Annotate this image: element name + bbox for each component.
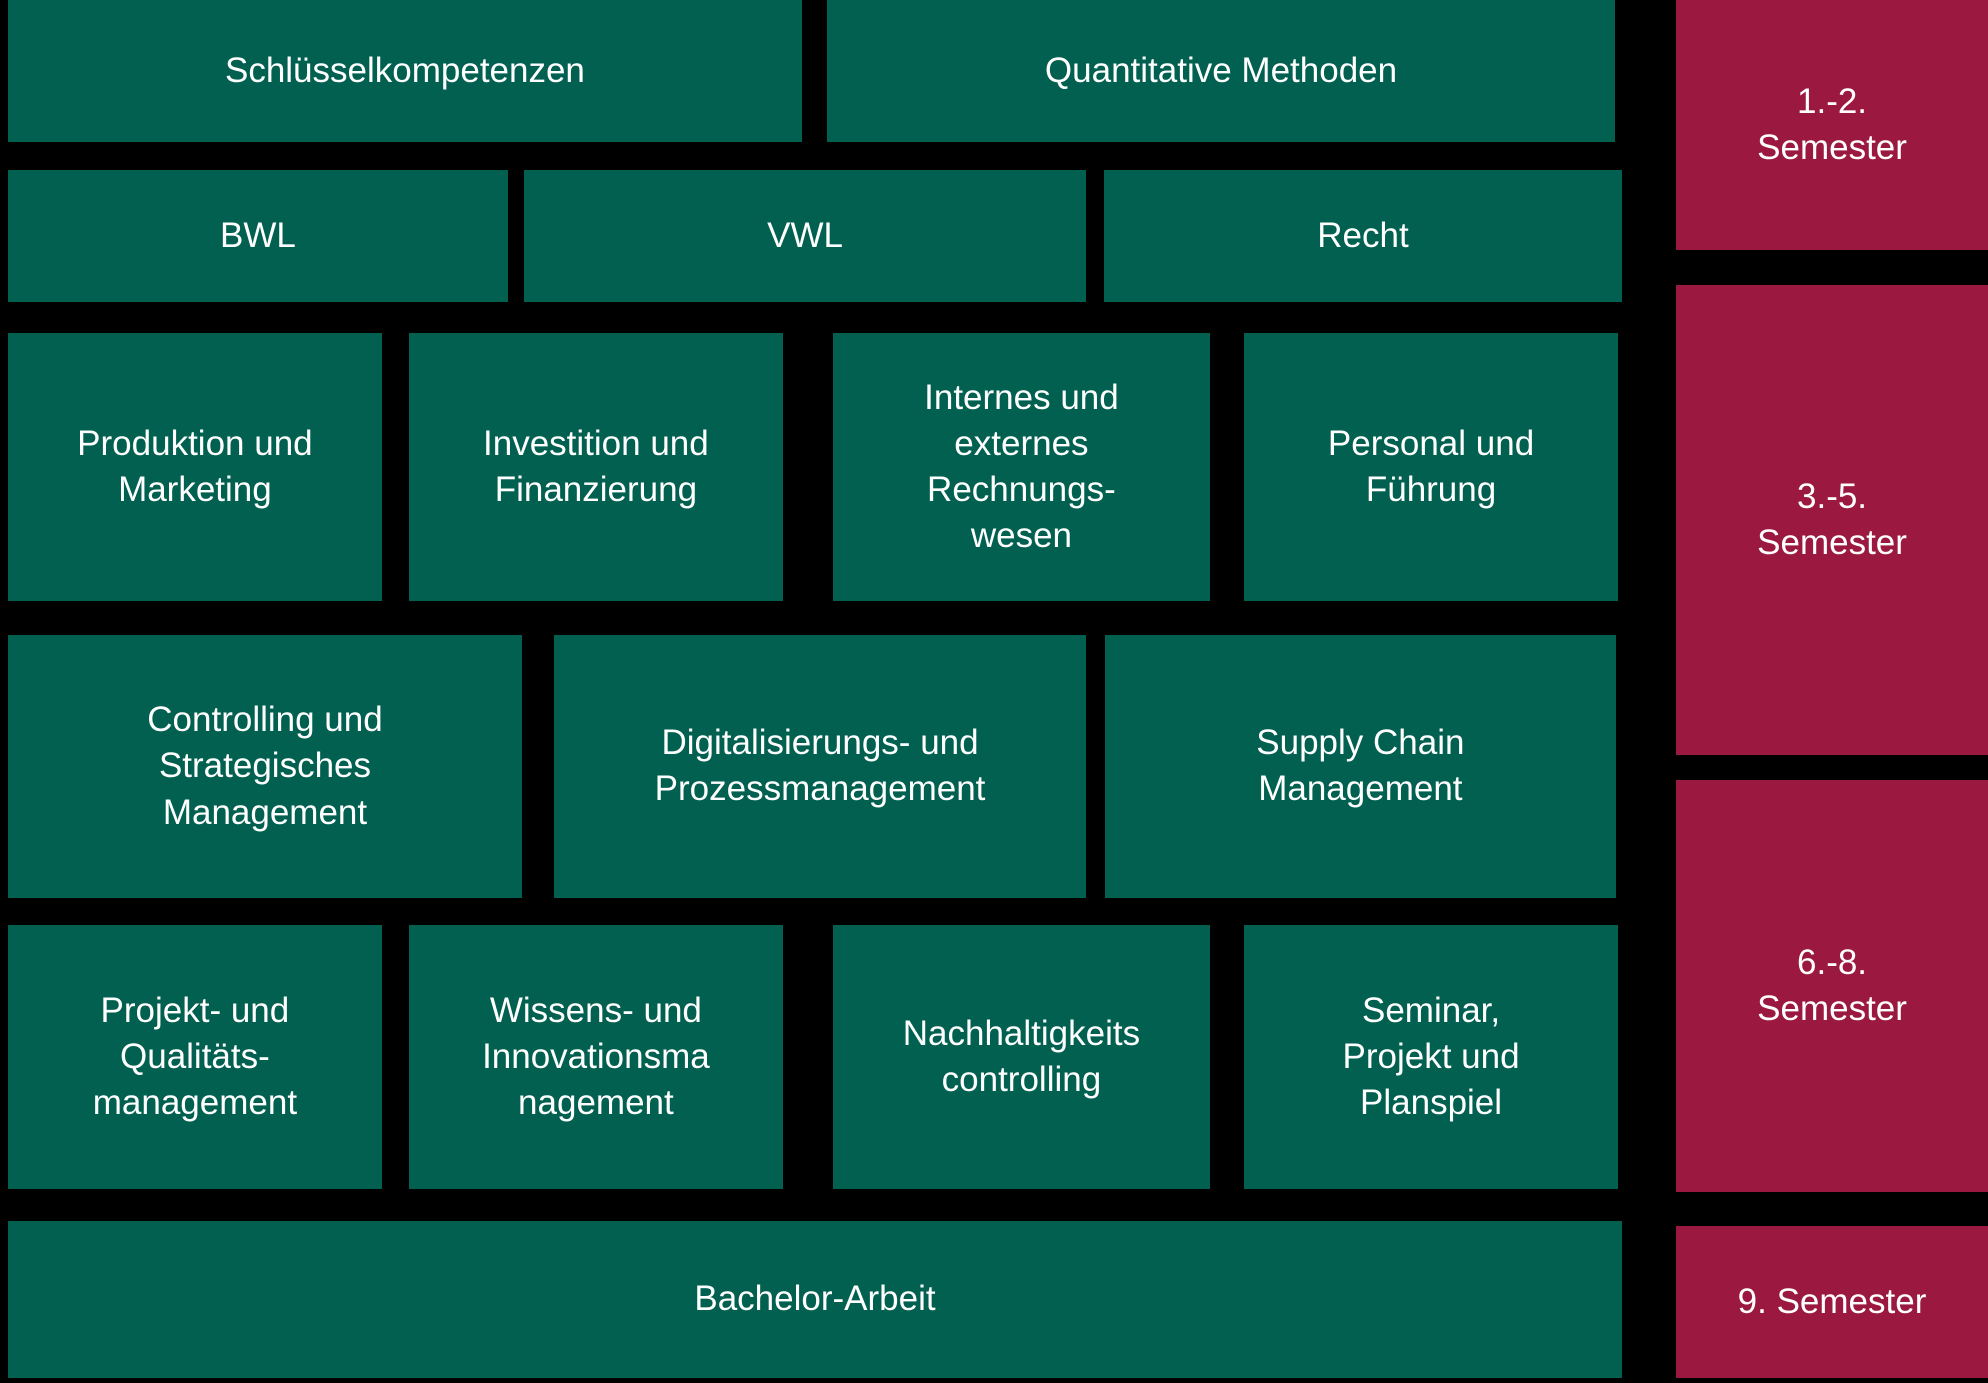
semester-1-2: 1.-2. Semester [1676, 0, 1988, 251]
module-recht: Recht [1103, 169, 1622, 302]
module-vwl: VWL [524, 169, 1087, 302]
module-seminar-projekt-planspiel: Seminar, Projekt und Planspiel [1244, 924, 1619, 1189]
module-label: Bachelor-Arbeit [694, 1279, 936, 1319]
module-supply-chain-management: Supply Chain Management [1104, 634, 1616, 898]
module-wissens-innovationsmanagement: Wissens- und Innovationsma nagement [408, 924, 783, 1189]
module-label: Produktion und Marketing [77, 423, 313, 510]
module-digitalisierung-prozessmanagement: Digitalisierungs- und Prozessmanagement [554, 634, 1087, 898]
module-rechnungswesen: Internes und externes Rechnungs- wesen [832, 333, 1210, 602]
module-label: Nachhaltigkeits controlling [902, 1013, 1141, 1099]
semester-6-8: 6.-8. Semester [1676, 780, 1988, 1192]
module-label: BWL [219, 215, 296, 255]
module-label: Wissens- und Innovationsma nagement [482, 990, 710, 1123]
module-label: Personal und Führung [1327, 423, 1535, 510]
module-label: Projekt- und Qualitäts- management [92, 990, 298, 1123]
module-produktion-marketing: Produktion und Marketing [7, 333, 382, 602]
module-label: VWL [767, 215, 843, 255]
module-bachelor-arbeit: Bachelor-Arbeit [7, 1221, 1622, 1379]
module-nachhaltigkeitscontrolling: Nachhaltigkeits controlling [832, 924, 1210, 1189]
semester-label: 3.-5. Semester [1757, 476, 1907, 562]
module-label: Investition und Finanzierung [483, 423, 709, 510]
module-personal-fuehrung: Personal und Führung [1244, 333, 1619, 602]
module-controlling-strategisches-management: Controlling und Strategisches Management [7, 634, 523, 898]
module-projekt-qualitaetsmanagement: Projekt- und Qualitäts- management [7, 924, 382, 1189]
module-label: Quantitative Methoden [1044, 50, 1398, 90]
module-bwl: BWL [7, 169, 508, 302]
module-label: Supply Chain Management [1256, 723, 1465, 809]
module-label: Digitalisierungs- und Prozessmanagement [654, 723, 986, 809]
module-schluesselkompetenzen: Schlüsselkompetenzen [7, 0, 802, 143]
module-quantitative-methoden: Quantitative Methoden [827, 0, 1616, 143]
module-label: Schlüsselkompetenzen [224, 50, 585, 90]
module-label: Controlling und Strategisches Management [147, 700, 383, 832]
module-label: Recht [1317, 215, 1409, 255]
module-label: Seminar, Projekt und Planspiel [1342, 990, 1520, 1123]
semester-label: 9. Semester [1737, 1281, 1927, 1321]
module-label: Internes und externes Rechnungs- wesen [924, 377, 1119, 556]
semester-label: 6.-8. Semester [1757, 942, 1907, 1028]
semester-9: 9. Semester [1676, 1226, 1988, 1378]
semester-label: 1.-2. Semester [1757, 81, 1907, 168]
semester-3-5: 3.-5. Semester [1676, 285, 1988, 755]
module-investition-finanzierung: Investition und Finanzierung [408, 333, 783, 602]
